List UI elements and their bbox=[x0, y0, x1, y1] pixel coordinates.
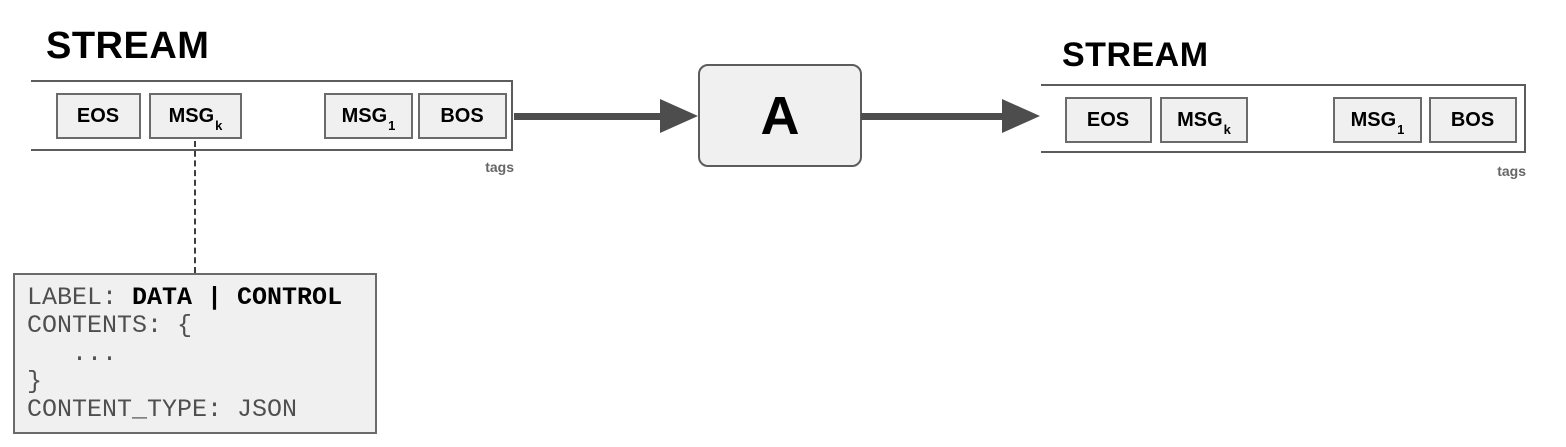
input-stream-tags-label: tags bbox=[485, 159, 514, 175]
input-msg-bos-label: BOS bbox=[440, 104, 484, 127]
output-stream-tags-label: tags bbox=[1497, 163, 1526, 179]
operator-to-stream-arrowhead-icon bbox=[1002, 99, 1040, 133]
input-msg-eos-label: EOS bbox=[76, 104, 120, 127]
input-msg-1-subscript: 1 bbox=[388, 117, 396, 133]
input-stream-title: STREAM bbox=[46, 25, 210, 67]
output-msg-eos: EOS bbox=[1065, 97, 1152, 143]
operator-label: A bbox=[760, 85, 800, 146]
output-msg-bos: BOS bbox=[1429, 97, 1517, 143]
output-msg-1-subscript: 1 bbox=[1397, 121, 1405, 137]
input-msg-1-label: MSG bbox=[341, 104, 388, 127]
message-detail-box: LABEL: DATA | CONTROL CONTENTS: { ... } … bbox=[13, 273, 377, 434]
operator-node: A bbox=[698, 64, 862, 167]
detail-contents-close: } bbox=[27, 367, 43, 396]
detail-label-key: LABEL: bbox=[27, 283, 133, 312]
input-msg-bos: BOS bbox=[418, 93, 507, 139]
detail-contents-body: ... bbox=[27, 339, 118, 368]
stream-to-operator-arrowhead-icon bbox=[660, 99, 698, 133]
detail-content-type: CONTENT_TYPE: JSON bbox=[27, 395, 298, 424]
detail-contents-open: CONTENTS: { bbox=[27, 311, 193, 340]
output-msg-eos-label: EOS bbox=[1086, 108, 1130, 131]
output-msg-k-label: MSG bbox=[1177, 108, 1223, 131]
input-msg-k-label: MSG bbox=[168, 104, 215, 127]
detail-label-value: DATA | CONTROL bbox=[132, 283, 343, 312]
output-msg-k-subscript: k bbox=[1223, 121, 1231, 137]
msg-detail-connector-line bbox=[194, 141, 196, 273]
output-stream-title: STREAM bbox=[1062, 36, 1209, 74]
output-msg-1-label: MSG bbox=[1350, 108, 1397, 131]
output-msg-bos-label: BOS bbox=[1450, 108, 1495, 131]
input-msg-eos: EOS bbox=[56, 93, 141, 139]
operator-to-stream-arrow-shaft bbox=[861, 113, 1003, 120]
input-msg-k-subscript: k bbox=[215, 117, 223, 133]
stream-to-operator-arrow-shaft bbox=[514, 113, 661, 120]
